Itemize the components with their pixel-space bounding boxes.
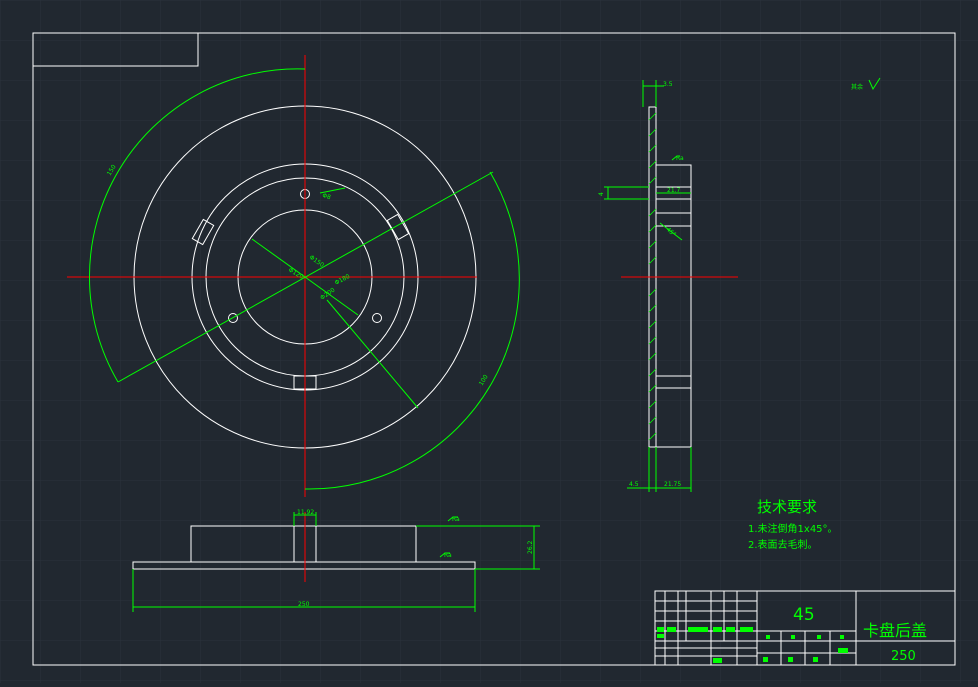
keyway-left	[191, 218, 215, 246]
title-block-text: 45 卡盘后盖 250	[793, 605, 927, 664]
technical-requirements: 技术要求 1.未注倒角1x45°。 2.表面去毛刺。	[748, 498, 838, 551]
bottom-view-dimension-text: 250 11.92 26.2 Ra Ra	[297, 509, 534, 608]
lower-right-leader	[326, 299, 419, 409]
front-view-dimensions	[88, 68, 520, 490]
right-radius-arc	[304, 171, 520, 490]
bottom-width-label: 250	[298, 601, 310, 608]
front-view-centerlines	[67, 55, 477, 497]
side-view-dimension-text: 3.5 21.7 4 45° 4.5 21.75 Ra	[598, 81, 684, 488]
bore-diameter-leader	[251, 238, 359, 316]
tech-req-item-1: 1.未注倒角1x45°。	[748, 522, 838, 535]
drawing-frame	[32, 32, 956, 666]
side-step-lower	[655, 375, 692, 389]
roughness-note: 其余	[851, 77, 881, 91]
side-flange	[655, 164, 692, 448]
side-view-dimensions	[604, 80, 692, 492]
bottom-small-label: 11.92	[297, 509, 314, 516]
corner-label-box	[33, 33, 199, 67]
side-bottom-left-label: 4.5	[629, 481, 639, 488]
side-bottom-right-label: 21.75	[664, 481, 681, 488]
side-hatching	[648, 112, 657, 441]
bottom-height-label: 26.2	[527, 540, 534, 554]
side-mid-label: 21.7	[667, 187, 681, 194]
tech-req-item-2: 2.表面去毛刺。	[748, 538, 818, 551]
keyway-right	[386, 213, 410, 241]
side-roughness-label: Ra	[676, 155, 684, 162]
part-name-label: 卡盘后盖	[863, 621, 927, 640]
bottom-view-dimensions	[132, 512, 540, 612]
outer-border	[32, 32, 956, 666]
title-block-fine-print	[657, 627, 848, 663]
roughness-symbol-icon	[868, 77, 881, 91]
tech-req-heading: 技术要求	[757, 498, 817, 516]
bottom-mid-roughness-label: Ra	[444, 552, 452, 559]
part-number-label: 250	[891, 649, 916, 664]
outer-radius-arc	[88, 68, 306, 383]
mounting-hole-left	[228, 313, 238, 323]
material-label: 45	[793, 605, 815, 625]
bottom-top-roughness-label: Ra	[452, 516, 460, 523]
side-small-label: 4	[598, 192, 605, 196]
mounting-hole-right	[372, 313, 382, 323]
roughness-other-label: 其余	[851, 83, 863, 91]
hole-diameter-label: Φ8	[321, 192, 331, 201]
side-top-label: 3.5	[663, 81, 673, 88]
side-step-upper	[655, 212, 692, 227]
hole-leader	[319, 187, 346, 194]
